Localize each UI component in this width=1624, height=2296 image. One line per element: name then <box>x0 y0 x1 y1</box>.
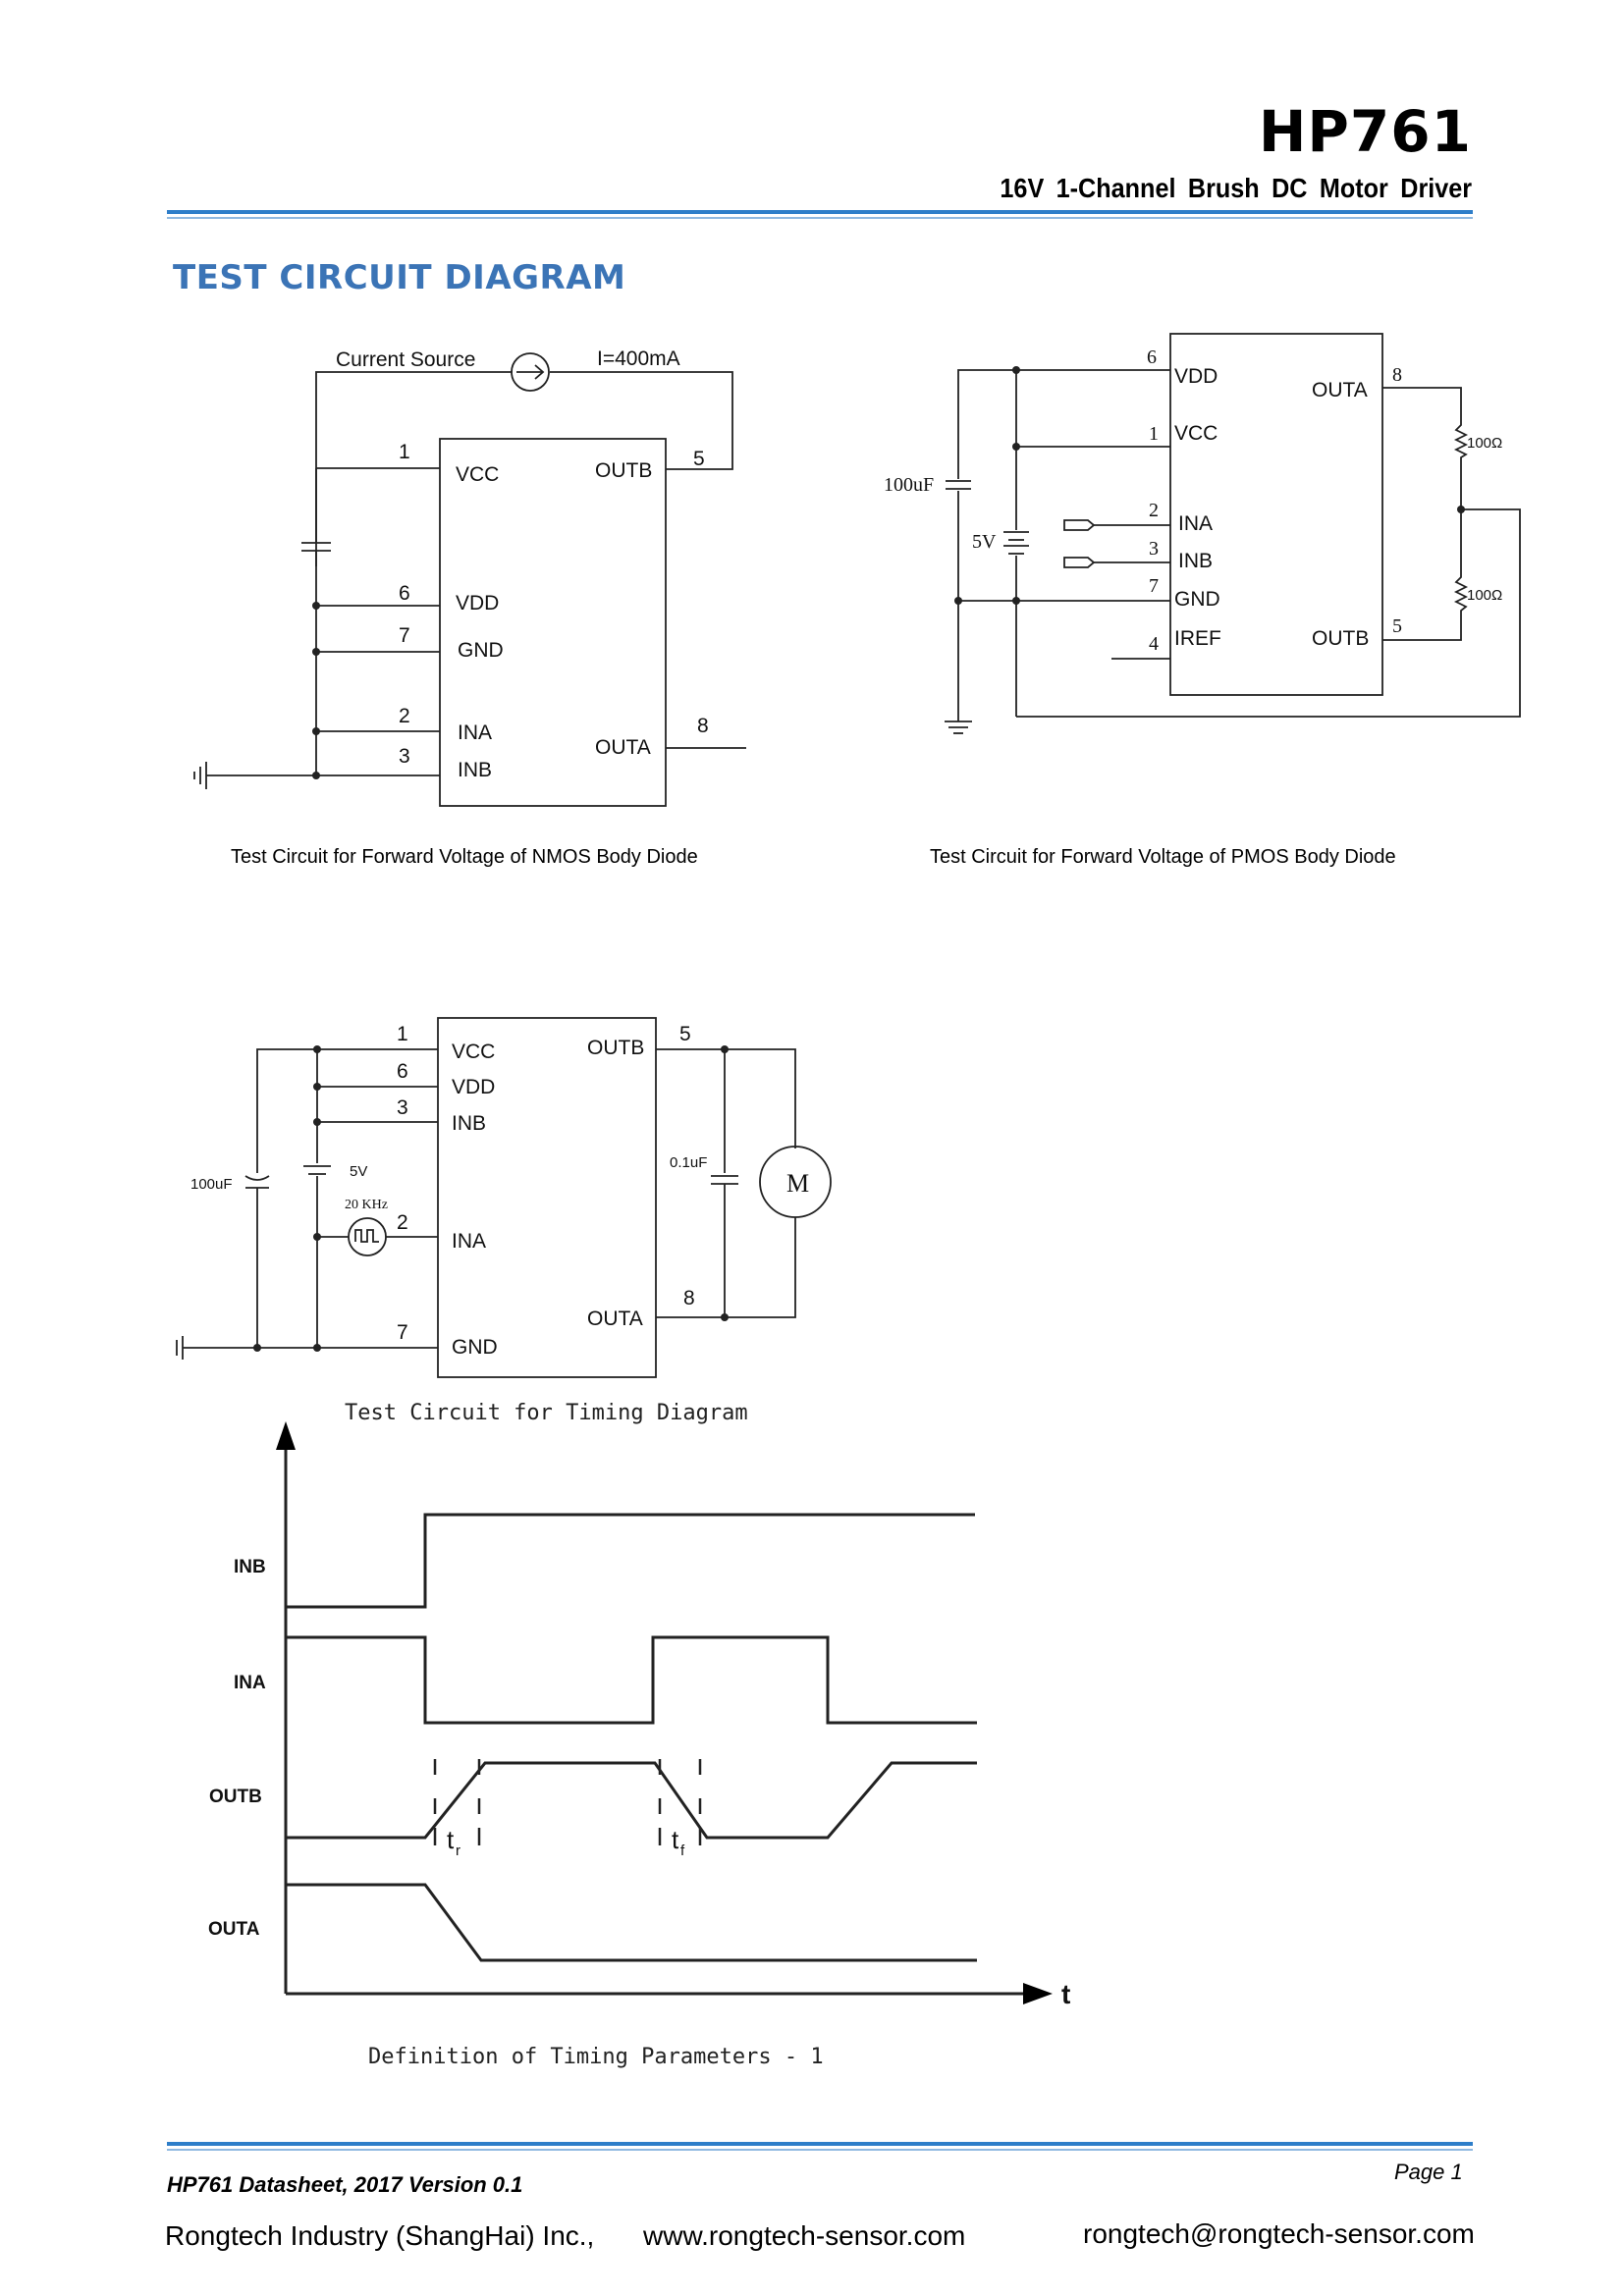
ina-waveform <box>286 1635 977 1725</box>
signal-label-outb: OUTB <box>209 1787 262 1807</box>
c2-pin-gnd: GND <box>1174 588 1220 611</box>
signal-label-inb: INB <box>234 1557 266 1577</box>
c1-num-7: 7 <box>399 624 410 647</box>
x-axis-arrow <box>1023 1983 1053 2004</box>
c3-supply-label: 5V <box>350 1163 367 1180</box>
c2-num-3: 3 <box>1149 538 1159 560</box>
c2-pin-iref: IREF <box>1174 627 1221 650</box>
c3-cap2-label: 0.1uF <box>670 1154 707 1171</box>
c3-num-5: 5 <box>679 1023 691 1045</box>
c1-num-8: 8 <box>697 715 709 737</box>
c1-num-3: 3 <box>399 745 410 768</box>
c2-num-7: 7 <box>1149 575 1159 597</box>
c3-num-2: 2 <box>397 1211 408 1234</box>
circuit2-caption: Test Circuit for Forward Voltage of PMOS… <box>930 846 1396 868</box>
c2-pin-vdd: VDD <box>1174 365 1218 388</box>
c1-pin-outb: OUTB <box>595 459 652 482</box>
c1-num-5: 5 <box>693 448 705 470</box>
c3-freq-label: 20 KHz <box>345 1198 388 1212</box>
timing-caption: Definition of Timing Parameters - 1 <box>368 2045 824 2069</box>
c2-pin-outb: OUTB <box>1312 627 1369 650</box>
c2-num-8: 8 <box>1392 364 1402 386</box>
c2-pin-inb: INB <box>1178 550 1213 572</box>
footer-website-link[interactable]: www.rongtech-sensor.com <box>643 2220 966 2251</box>
c1-pin-gnd: GND <box>458 639 504 662</box>
outb-waveform <box>286 1761 977 1840</box>
section-title: TEST CIRCUIT DIAGRAM <box>173 258 626 297</box>
c2-num-5: 5 <box>1392 615 1402 637</box>
c1-pin-inb: INB <box>458 759 492 781</box>
c1-current-label: I=400mA <box>597 347 680 370</box>
c2-pin-outa: OUTA <box>1312 379 1368 401</box>
c3-num-6: 6 <box>397 1060 408 1083</box>
c2-pin-vcc: VCC <box>1174 422 1218 445</box>
c1-num-6: 6 <box>399 582 410 605</box>
footer-email-link[interactable]: rongtech@rongtech-sensor.com <box>1083 2218 1475 2249</box>
c2-supply-label: 5V <box>972 531 997 553</box>
footer-rule-thin <box>167 2149 1473 2151</box>
c2-res-top-label: 100Ω <box>1467 435 1502 452</box>
c3-num-1: 1 <box>397 1023 408 1045</box>
c3-pin-vdd: VDD <box>452 1076 495 1098</box>
c2-num-4: 4 <box>1149 633 1159 655</box>
c1-pin-vdd: VDD <box>456 592 499 614</box>
timing-diagram <box>284 1443 1026 1996</box>
timing-markers <box>433 1759 702 1845</box>
tf-subscript: f <box>680 1842 685 1859</box>
page-title: HP761 <box>1258 98 1472 165</box>
c3-pin-ina: INA <box>452 1230 486 1253</box>
inb-waveform <box>286 1513 975 1609</box>
c1-pin-vcc: VCC <box>456 463 499 486</box>
c2-res-bottom-label: 100Ω <box>1467 587 1502 604</box>
c3-pin-outb: OUTB <box>587 1037 644 1059</box>
signal-label-outa: OUTA <box>208 1919 260 1940</box>
c1-pin-outa: OUTA <box>595 736 651 759</box>
y-axis-arrow <box>276 1421 296 1450</box>
circuit2-ic-body <box>1169 333 1383 696</box>
footer-doc-version: HP761 Datasheet, 2017 Version 0.1 <box>167 2172 523 2197</box>
signal-label-ina: INA <box>234 1673 266 1693</box>
tr-subscript: r <box>456 1842 460 1859</box>
c3-pin-outa: OUTA <box>587 1308 643 1330</box>
header-rule <box>167 210 1473 214</box>
c3-num-3: 3 <box>397 1096 408 1119</box>
c2-cap-label: 100uF <box>884 474 934 496</box>
c3-pin-inb: INB <box>452 1112 486 1135</box>
circuit1-schematic <box>193 352 746 807</box>
current-source-symbol <box>511 352 550 392</box>
header-rule-thin <box>167 217 1473 219</box>
tf-label: t <box>672 1825 679 1854</box>
c1-num-1: 1 <box>399 441 410 463</box>
c2-pin-ina: INA <box>1178 512 1213 535</box>
tr-label: t <box>447 1825 455 1854</box>
c3-pin-vcc: VCC <box>452 1041 495 1063</box>
circuit3-ic-body <box>437 1017 657 1378</box>
circuit3-schematic <box>176 1017 832 1378</box>
c1-pin-ina: INA <box>458 721 492 744</box>
footer-rule <box>167 2142 1473 2146</box>
c3-cap-label: 100uF <box>190 1176 233 1193</box>
c2-num-2: 2 <box>1149 500 1159 521</box>
circuit1-caption: Test Circuit for Forward Voltage of NMOS… <box>231 846 698 868</box>
c3-num-8: 8 <box>683 1287 695 1309</box>
time-axis-label: t <box>1061 1979 1070 2009</box>
outa-waveform <box>286 1883 977 1962</box>
c2-num-6: 6 <box>1147 347 1157 368</box>
circuit3-caption: Test Circuit for Timing Diagram <box>345 1401 748 1425</box>
c1-num-2: 2 <box>399 705 410 727</box>
c2-num-1: 1 <box>1149 423 1159 445</box>
circuit1-ic-body <box>439 438 667 807</box>
c1-source-label: Current Source <box>336 348 475 371</box>
motor-symbol <box>759 1146 832 1218</box>
c3-pin-gnd: GND <box>452 1336 498 1359</box>
c3-motor-label: M <box>786 1169 809 1198</box>
footer-company: Rongtech Industry (ShangHai) Inc., <box>165 2220 595 2251</box>
circuit2-schematic <box>945 333 1521 734</box>
footer-page-number: Page 1 <box>1394 2160 1463 2184</box>
c3-num-7: 7 <box>397 1321 408 1344</box>
page-subtitle: 16V 1-Channel Brush DC Motor Driver <box>1000 173 1472 203</box>
